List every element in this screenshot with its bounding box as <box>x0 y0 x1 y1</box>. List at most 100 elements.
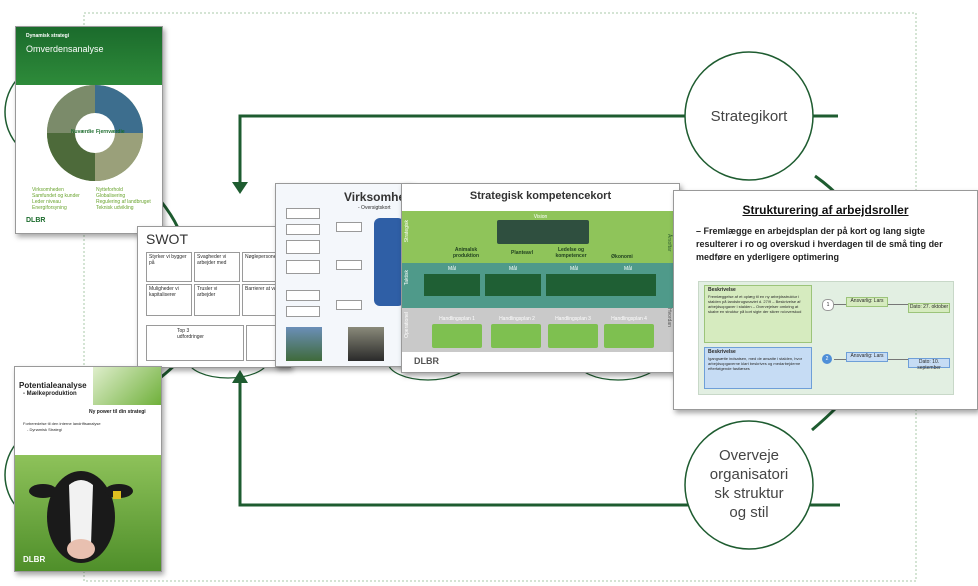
potentiale-tagline: Ny power til din strategi <box>89 409 146 415</box>
omverden-left-item: Samfundet og kunder <box>32 193 80 199</box>
maal-label: Mål <box>447 266 457 272</box>
doc-virksomhed: Virksomhed - Oversigtskort <box>275 183 412 367</box>
plan-box <box>604 324 654 348</box>
maal-label: Mål <box>569 266 579 272</box>
omverden-photo-wheel <box>47 85 143 181</box>
area-label: Planteavl <box>511 250 533 256</box>
virk-node <box>336 222 362 232</box>
maal-box <box>424 274 480 296</box>
area-label: Økonomi <box>611 254 633 260</box>
virk-node <box>286 240 320 254</box>
doc-arbejdsroller: Strukturering af arbejdsroller – Fremlæg… <box>673 190 978 410</box>
maal-box <box>546 274 602 296</box>
maal-label: Mål <box>623 266 633 272</box>
level-operationel: Operationel <box>404 312 410 338</box>
potentiale-logo: DLBR <box>23 555 46 564</box>
virk-node <box>286 224 320 235</box>
overveje-line-3: sk struktur <box>714 485 784 502</box>
level-strategisk: Strategisk <box>404 220 410 243</box>
swot-title: SWOT <box>146 231 188 247</box>
kompetence-title: Strategisk kompetencekort <box>469 190 612 202</box>
virk-photo-field <box>286 327 322 361</box>
maal-box <box>600 274 656 296</box>
label-overveje: Overveje organisatori sk struktur og sti… <box>700 446 798 522</box>
item2-box: Beskrivelse Igangsætte indsatsen, med de… <box>704 347 812 389</box>
item1-body: Fremlæggelse af et oplæg til en ny arbej… <box>708 294 802 314</box>
omverden-right-item: Nytteforhold <box>96 187 123 193</box>
maal-box <box>485 274 541 296</box>
circle-overveje <box>684 420 814 550</box>
top-arrow-head <box>232 182 248 194</box>
virk-blue-panel <box>374 218 404 306</box>
swot-bottom-box: Top 3 udfordringer <box>146 325 244 361</box>
overveje-line-2: organisatori <box>709 466 789 483</box>
item2-body: Igangsætte indsatsen, med de ansatte i s… <box>708 356 803 371</box>
potentiale-subtitle: - Mælkeproduktion <box>23 391 77 397</box>
doc-potentialeanalyse: Potentialeanalyse - Mælkeproduktion Ny p… <box>14 366 162 572</box>
omverden-right-item: Teknisk udvikling <box>96 205 134 211</box>
item1-box: Beskrivelse Fremlæggelse af et oplæg til… <box>704 285 812 343</box>
item1-head: Beskrivelse <box>708 287 736 293</box>
step-number-1: 1 <box>822 299 834 311</box>
side-bottom-label: Hvordan <box>666 308 672 327</box>
omverden-center-left: Nuværdie <box>70 129 94 135</box>
plan-label: Handlingsplan 2 <box>499 316 535 322</box>
area-label: Ledelse og kompetencer <box>555 247 587 259</box>
virk-node <box>286 208 320 219</box>
swot-cell: Trusler vi arbejder <box>194 284 240 316</box>
maal-label: Mål <box>508 266 518 272</box>
virk-node <box>286 290 320 301</box>
potentiale-title: Potentialeanalyse <box>19 381 87 390</box>
kompetence-logo: DLBR <box>414 356 439 366</box>
omverden-right-item: Regulering af landbruget <box>96 199 151 205</box>
step-number-2: 2 <box>822 354 832 364</box>
omverden-title: Omverdensanalyse <box>26 44 104 54</box>
kompetence-vision: Vision <box>533 214 548 220</box>
level-taktisk: Taktisk <box>404 270 410 286</box>
swot-cell: Svagheder vi arbejder med <box>194 252 240 282</box>
omverden-logo: DLBR <box>26 217 46 224</box>
plan-box <box>491 324 541 348</box>
omverden-right-item: Globalisering <box>96 193 126 199</box>
doc-omverdensanalyse: Dynamisk strategi Omverdensanalyse Nuvær… <box>15 26 163 234</box>
omverden-list-right: Nytteforhold Globalisering Regulering af… <box>96 187 158 211</box>
potentiale-line1: Forberedelse til den interne landriftsan… <box>23 421 101 426</box>
side-top-label: Årsoftar <box>666 234 672 252</box>
omverden-list-left: Virksomheden Samfundet og kunder Leder n… <box>32 187 92 211</box>
virk-node <box>336 260 362 270</box>
arbejdsroller-title: Strukturering af arbejdsroller <box>742 203 909 217</box>
circle-strategikort <box>684 51 814 181</box>
potentiale-line2: - Dynamisk Strategi <box>27 427 62 432</box>
omverden-header-band <box>16 27 162 85</box>
omverden-center-right: Fjernværdie <box>96 129 125 135</box>
swot-cell: Muligheder vi kapitaliserer <box>146 284 192 316</box>
potentiale-corner-graphic <box>93 367 161 405</box>
doc-kompetencekort: Strategisk kompetencekort Strategisk Tak… <box>401 183 680 373</box>
doc-swot: SWOT Styrker vi bygger på Svagheder vi a… <box>137 226 291 368</box>
omverden-kicker: Dynamisk strategi <box>26 33 70 39</box>
plan-box <box>548 324 598 348</box>
virk-photo-cows <box>348 327 384 361</box>
area-label: Animalsk produktion <box>452 247 480 259</box>
omverden-left-item: Virksomheden <box>32 187 64 193</box>
vision-box <box>497 220 589 244</box>
arbejdsroller-text: – Fremlægge en arbejdsplan der på kort o… <box>696 226 943 262</box>
item2-head: Beskrivelse <box>708 349 736 355</box>
plan-box <box>432 324 482 348</box>
dato-2: Dato: 10. september <box>908 358 950 371</box>
swot-cell: Styrker vi bygger på <box>146 252 192 282</box>
top-arrow-line <box>238 114 838 185</box>
label-strategikort: Strategikort <box>710 108 788 125</box>
omverden-left-item: Energiforsyning <box>32 205 67 211</box>
virk-node <box>336 300 362 310</box>
plan-label: Handlingsplan 4 <box>611 316 647 322</box>
overveje-line-4: og stil <box>729 504 769 521</box>
virk-node <box>286 260 320 274</box>
dato-1: Dato: 27. oktober <box>908 303 950 313</box>
virksomhed-title: Virksomhed <box>344 190 412 204</box>
plan-label: Handlingsplan 3 <box>555 316 591 322</box>
virk-node <box>286 306 320 317</box>
potentiale-cow-photo <box>29 471 133 563</box>
bottom-arrow-line <box>238 380 840 507</box>
overveje-line-1: Overveje <box>718 447 780 464</box>
